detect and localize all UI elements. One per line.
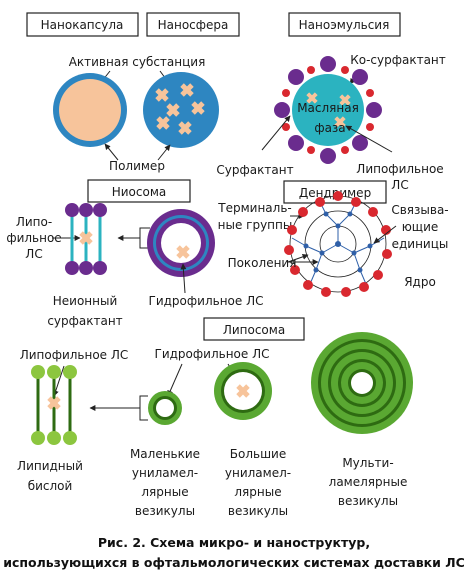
linking-label-1: Связыва- xyxy=(391,203,448,217)
multi-label-1: Мульти- xyxy=(342,456,393,470)
surfactant-label: Сурфактант xyxy=(216,163,293,177)
linking-label-2: ющие xyxy=(402,220,439,234)
small-label-4: везикулы xyxy=(135,504,195,518)
nanocapsule-graphic xyxy=(53,73,127,147)
lipophilic-lipo-label: Липофильное ЛС xyxy=(20,348,129,362)
large-label-2: униламел- xyxy=(225,466,291,480)
nanosphere-graphic xyxy=(143,72,219,148)
oil-phase-label-1: Масляная xyxy=(297,101,359,115)
nanoemulsion-graphic: Масляная фаза xyxy=(274,56,382,164)
small-unilamellar-graphic xyxy=(148,391,182,425)
nanocapsule-box: Нанокапсула xyxy=(26,12,139,37)
arrow-hydrophilic-nio xyxy=(180,263,187,294)
terminal-label-1: Терминаль- xyxy=(217,201,291,215)
arrow-polymer-capsule xyxy=(104,143,119,161)
arrow-polymer-sphere xyxy=(157,144,171,161)
nanoemulsion-title: Наноэмульсия xyxy=(299,18,390,32)
liposome-title: Липосома xyxy=(223,323,285,337)
nanocapsule-title: Нанокапсула xyxy=(41,18,124,32)
arrow-hydrophilic-lipo-small xyxy=(167,363,183,397)
lipophilic-emul-label-1: Липофильное xyxy=(356,162,443,176)
nanosphere-title: Наносфера xyxy=(158,18,229,32)
nanoemulsion-box: Наноэмульсия xyxy=(288,12,401,37)
arrow-linking xyxy=(373,225,397,244)
niosome-box: Ниосома xyxy=(87,179,191,203)
bilayer-label-2: бислой xyxy=(28,479,73,493)
multilamellar-graphic xyxy=(311,332,413,434)
arrow-lipophilic-emul xyxy=(345,125,393,153)
nonionic-label-2: сурфактант xyxy=(47,314,122,328)
figure-caption-line-2: использующихся в офтальмологических сист… xyxy=(3,555,465,570)
niosome-bilayer-graphic xyxy=(65,203,107,275)
hydrophilic-nio-label: Гидрофильное ЛС xyxy=(149,294,264,308)
lipophilic-nio-label-1: Липо- xyxy=(16,215,52,229)
dendrimer-graphic xyxy=(284,191,392,297)
linking-label-3: единицы xyxy=(392,237,449,251)
small-label-3: лярные xyxy=(141,485,188,499)
large-label-4: везикулы xyxy=(228,504,288,518)
large-label-3: лярные xyxy=(234,485,281,499)
liposome-bracket xyxy=(139,395,148,421)
large-label-1: Большие xyxy=(230,447,286,461)
nanosphere-box: Наносфера xyxy=(146,12,240,37)
lipophilic-nio-label-3: ЛС xyxy=(25,247,42,261)
arrow-lipophilic-lipo xyxy=(52,365,65,397)
figure-caption-line-1: Рис. 2. Схема микро- и наноструктур, xyxy=(98,535,370,550)
terminal-label-2: ные группы xyxy=(218,218,293,232)
oil-phase-label-2: фаза xyxy=(314,121,345,135)
lipophilic-nio-label-2: фильное xyxy=(6,231,61,245)
multi-label-2: ламелярные xyxy=(329,475,408,489)
bilayer-label-1: Липидный xyxy=(17,459,83,473)
small-label-2: униламел- xyxy=(132,466,198,480)
lipophilic-emul-label-2: ЛС xyxy=(391,178,408,192)
lipid-bilayer-graphic xyxy=(31,365,77,445)
polymer-label: Полимер xyxy=(109,159,165,173)
nonionic-label-1: Неионный xyxy=(53,294,118,308)
core-label: Ядро xyxy=(404,275,436,289)
arrow-generations-1 xyxy=(287,253,309,263)
large-unilamellar-graphic xyxy=(214,362,272,420)
liposome-box: Липосома xyxy=(203,317,305,341)
generations-label: Поколения xyxy=(228,256,297,270)
hydrophilic-lipo-label: Гидрофильное ЛС xyxy=(155,347,270,361)
cosurfactant-label: Ко-сурфактант xyxy=(350,53,446,67)
multi-label-3: везикулы xyxy=(338,494,398,508)
small-label-1: Маленькие xyxy=(130,447,200,461)
niosome-title: Ниосома xyxy=(112,185,167,199)
active-substance-label: Активная субстанция xyxy=(69,55,206,69)
arrow-surfactant xyxy=(261,115,291,151)
niosome-graphic xyxy=(147,209,215,277)
